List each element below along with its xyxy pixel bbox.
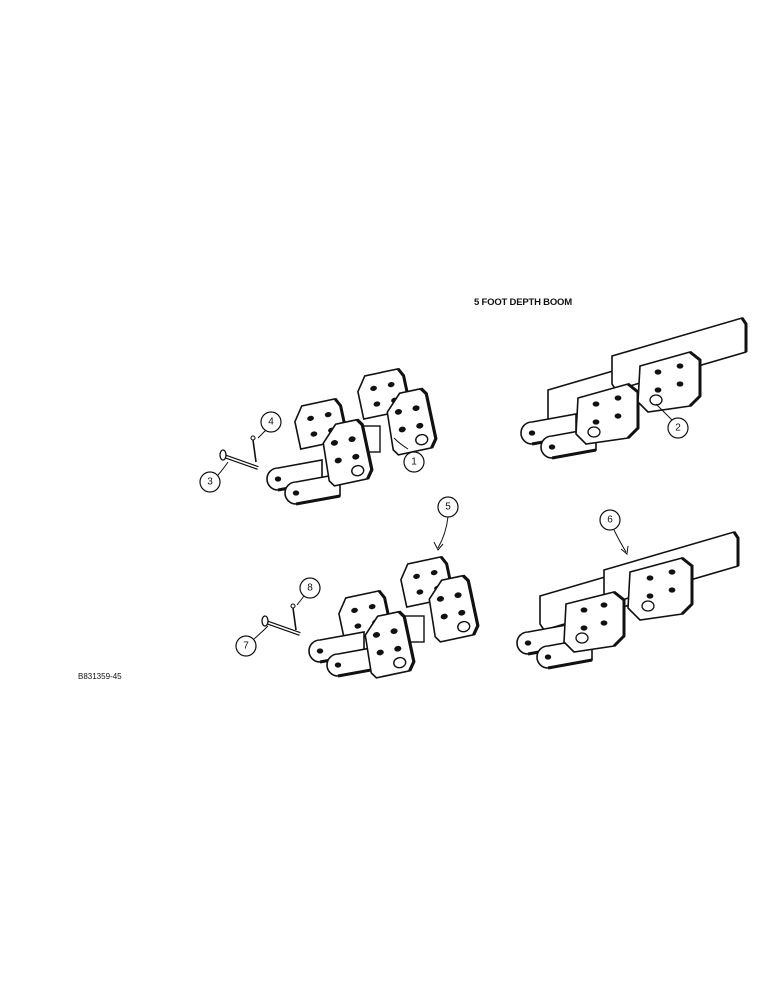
diagram-title: 5 FOOT DEPTH BOOM	[474, 297, 572, 308]
pin	[261, 615, 301, 636]
svg-text:1: 1	[411, 457, 417, 468]
svg-text:6: 6	[607, 515, 613, 526]
chain-assembly-2	[519, 316, 748, 460]
svg-text:7: 7	[243, 641, 249, 652]
svg-text:8: 8	[307, 583, 313, 594]
cotter-pin	[250, 435, 257, 463]
callout-7: 7	[235, 625, 269, 657]
chain-assembly-5	[307, 554, 482, 681]
svg-text:4: 4	[268, 417, 274, 428]
chain-assembly-6	[515, 530, 740, 670]
pin	[219, 449, 259, 470]
callout-8: 8	[296, 577, 321, 606]
callout-3: 3	[199, 461, 229, 493]
callout-1: 1	[393, 437, 425, 473]
callout-4: 4	[257, 411, 282, 439]
callout-6: 6	[599, 509, 629, 555]
svg-text:5: 5	[445, 502, 451, 513]
figure-number: B831359-45	[78, 672, 122, 681]
svg-text:3: 3	[207, 477, 213, 488]
cotter-pin	[290, 603, 297, 631]
svg-text:2: 2	[675, 423, 681, 434]
callout-2: 2	[655, 403, 689, 439]
chain-assembly-1	[265, 366, 440, 506]
callout-5: 5	[433, 496, 459, 551]
